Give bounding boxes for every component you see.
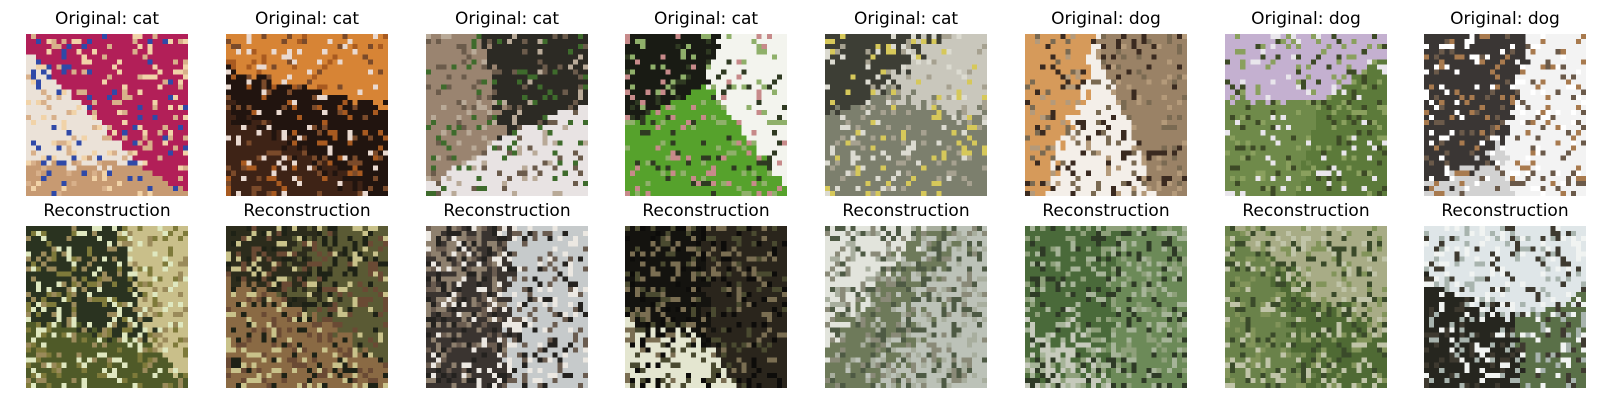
original-caption-1: Original: cat [54, 9, 160, 29]
reconstruction-caption-5: Reconstruction [842, 201, 970, 221]
reconstruction-image-7 [1225, 226, 1387, 388]
reconstruction-image-1 [26, 226, 188, 388]
reconstruction-image-3 [426, 226, 588, 388]
original-image-3 [426, 34, 588, 196]
reconstruction-image-5 [825, 226, 987, 388]
reconstruction-caption-1: Reconstruction [43, 201, 171, 221]
reconstruction-image-8 [1424, 226, 1586, 388]
original-image-4 [625, 34, 787, 196]
reconstruction-image-4 [625, 226, 787, 388]
reconstruction-image-2 [226, 226, 388, 388]
original-caption-2: Original: cat [254, 9, 360, 29]
original-caption-3: Original: cat [454, 9, 560, 29]
reconstruction-caption-2: Reconstruction [243, 201, 371, 221]
original-caption-4: Original: cat [653, 9, 759, 29]
original-image-8 [1424, 34, 1586, 196]
original-image-6 [1025, 34, 1187, 196]
original-caption-7: Original: dog [1251, 9, 1361, 29]
original-image-2 [226, 34, 388, 196]
reconstruction-caption-6: Reconstruction [1042, 201, 1170, 221]
original-caption-8: Original: dog [1450, 9, 1560, 29]
original-image-5 [825, 34, 987, 196]
reconstruction-caption-3: Reconstruction [443, 201, 571, 221]
reconstruction-caption-7: Reconstruction [1242, 201, 1370, 221]
reconstruction-caption-4: Reconstruction [642, 201, 770, 221]
reconstruction-caption-8: Reconstruction [1441, 201, 1569, 221]
original-image-1 [26, 34, 188, 196]
reconstruction-image-6 [1025, 226, 1187, 388]
original-caption-5: Original: cat [853, 9, 959, 29]
original-caption-6: Original: dog [1051, 9, 1161, 29]
original-image-7 [1225, 34, 1387, 196]
